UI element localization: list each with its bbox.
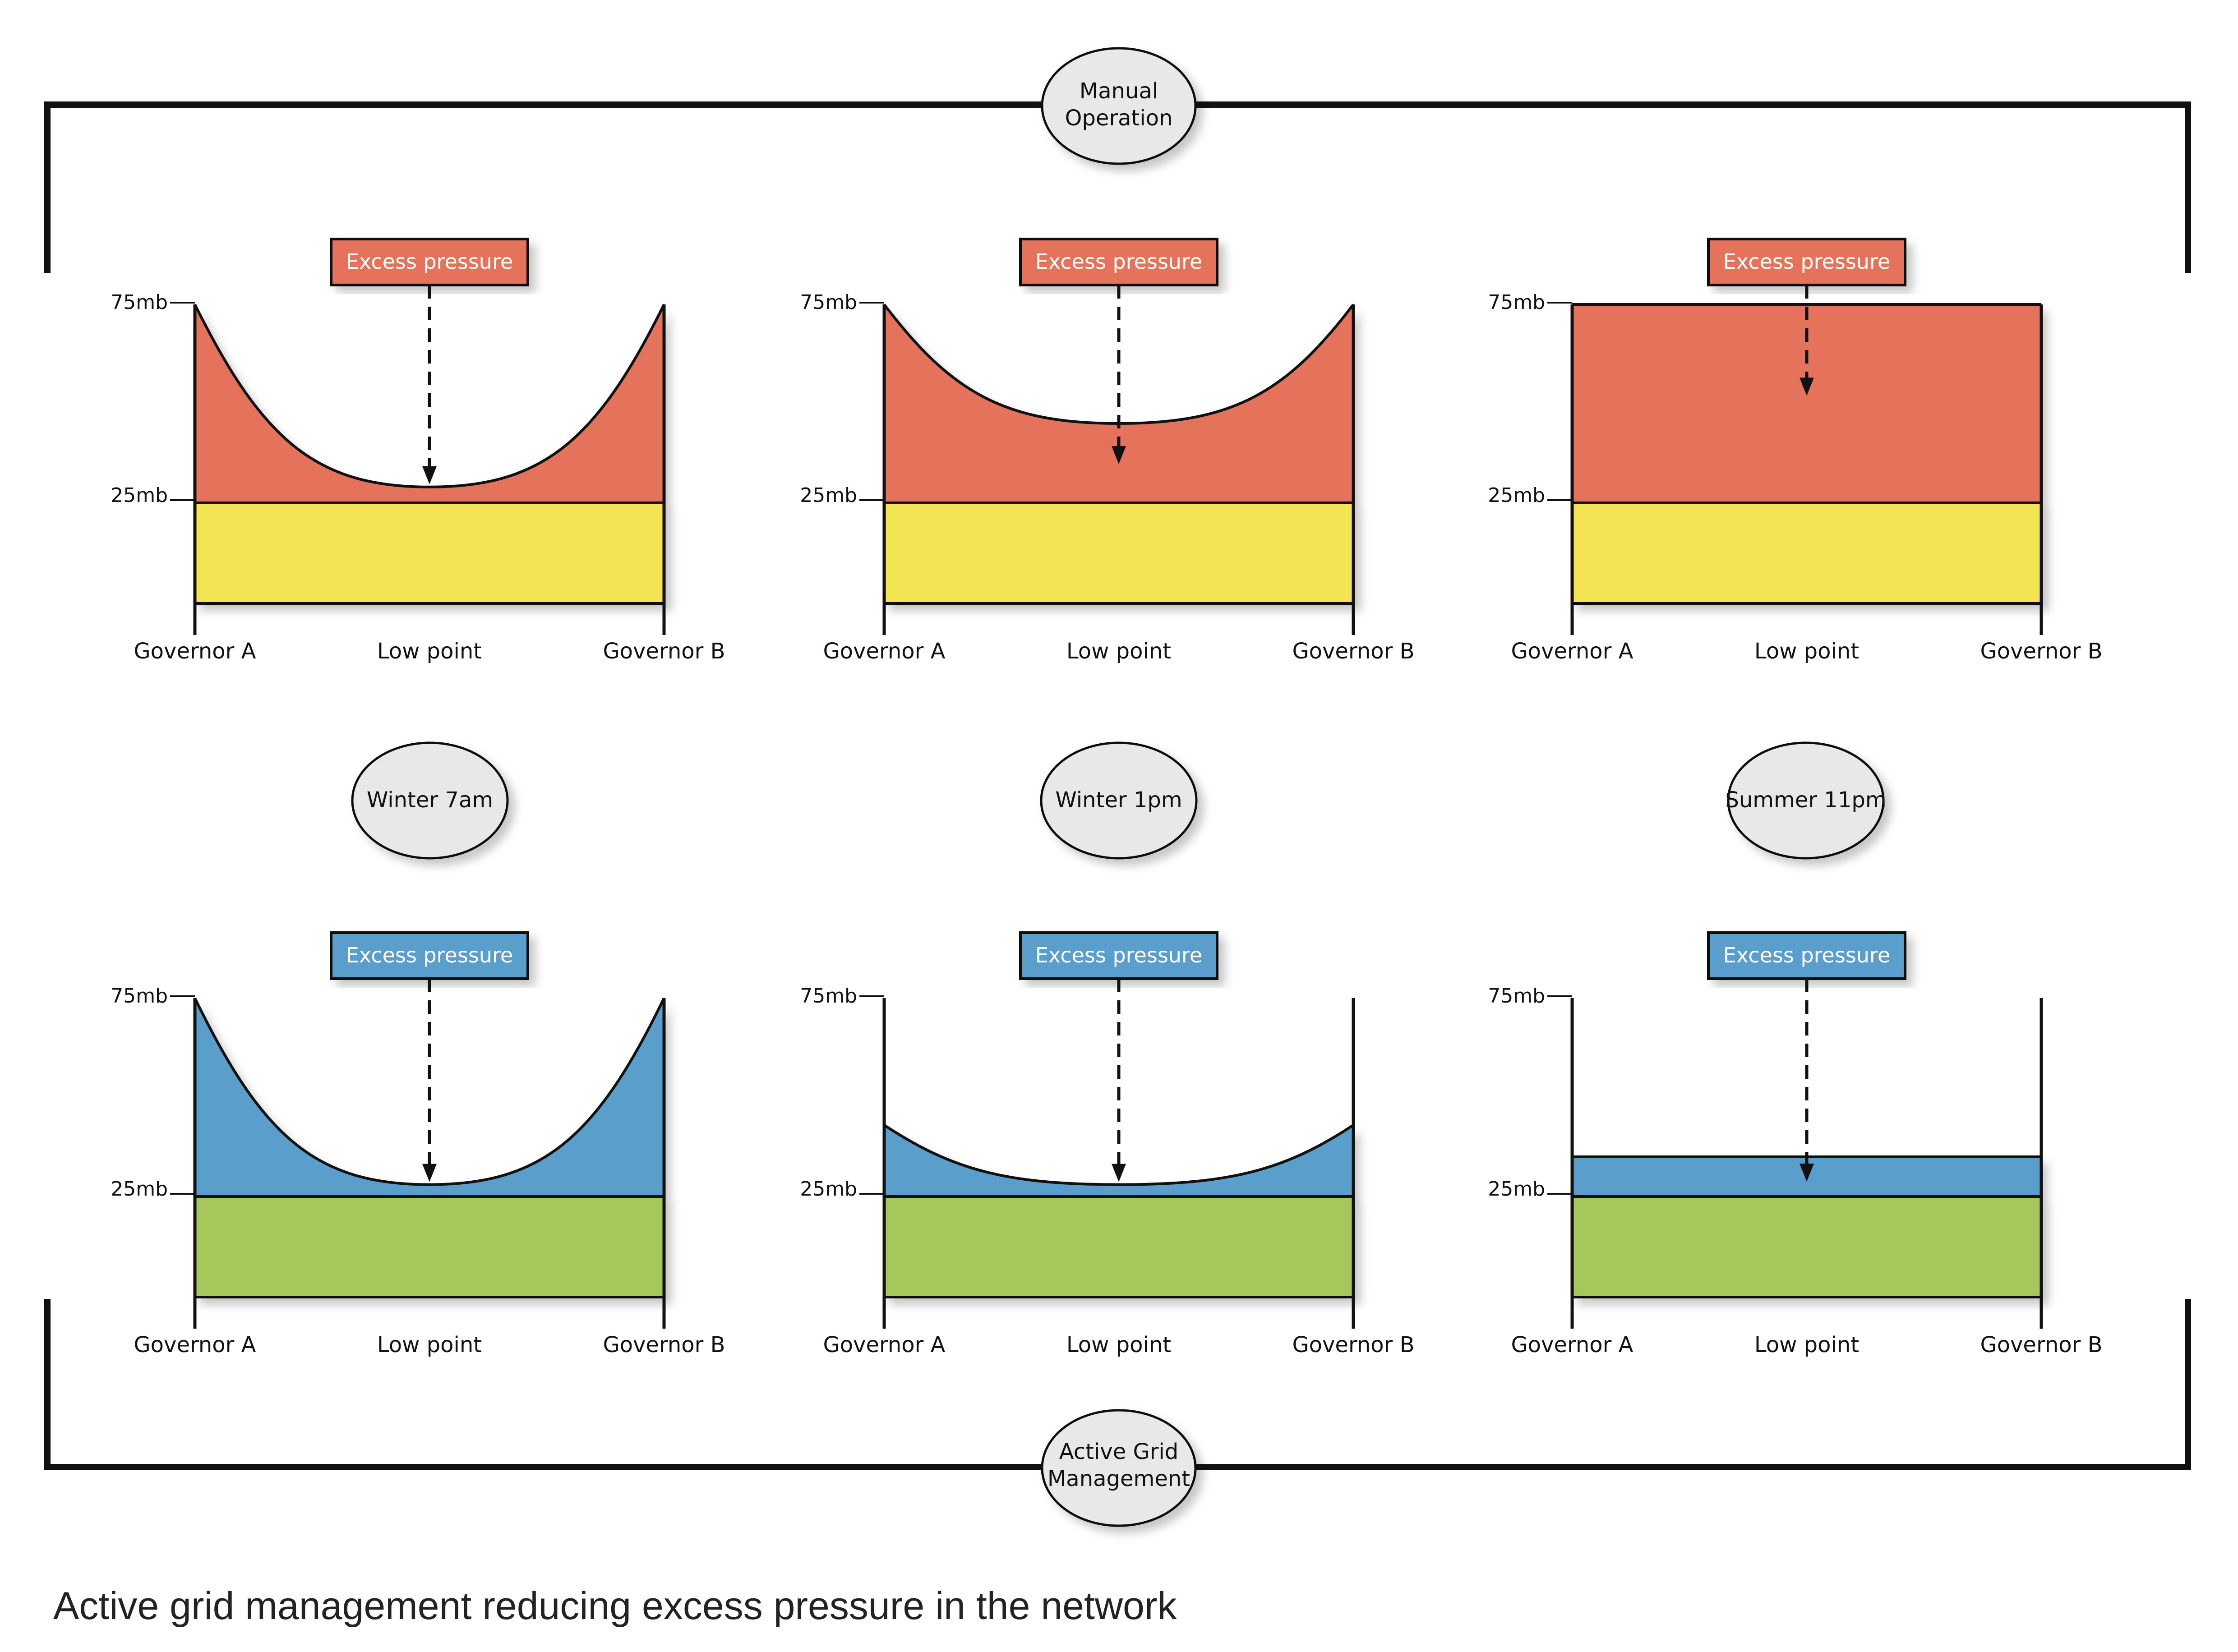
active-oval-line1: Active Grid — [1059, 1439, 1178, 1464]
active-grid-oval — [1041, 1409, 1197, 1527]
panel-shapes — [883, 304, 1355, 605]
scenario-label: Summer 11pm — [1725, 787, 1886, 813]
tick-label-25mb: 25mb — [111, 1178, 168, 1201]
governor-b-label: Governor B — [1980, 1332, 2102, 1357]
panel-shapes — [194, 304, 665, 605]
arrow-head — [1112, 446, 1126, 464]
excess-pressure-box — [1707, 931, 1906, 980]
arrow-head — [1800, 377, 1814, 396]
excess-pressure-area — [195, 304, 664, 503]
figure-caption: Active grid management reducing excess p… — [53, 1584, 1177, 1628]
tick-label-25mb: 25mb — [800, 1178, 857, 1201]
scenario-oval-winter-1pm: Winter 1pm — [1040, 741, 1198, 860]
governor-b-label: Governor B — [1980, 639, 2102, 664]
tick-label-75mb: 75mb — [1488, 291, 1545, 314]
governor-a-label: Governor A — [1511, 639, 1633, 664]
scenario-label: Winter 7am — [367, 787, 493, 813]
excess-pressure-label: Excess pressure — [1035, 249, 1202, 274]
excess-pressure-area — [884, 304, 1353, 503]
manual-oval-line2: Operation — [1065, 106, 1173, 131]
tick-label-75mb: 75mb — [800, 291, 857, 314]
low-point-label: Low point — [1066, 639, 1171, 664]
governor-a-label: Governor A — [823, 639, 945, 664]
excess-pressure-label: Excess pressure — [1723, 249, 1890, 274]
active-oval-line2: Management — [1047, 1466, 1190, 1491]
arrow-head — [1800, 1164, 1814, 1182]
excess-pressure-box — [330, 931, 529, 980]
governor-a-label: Governor A — [134, 1332, 256, 1357]
excess-pressure-area — [195, 998, 664, 1196]
manual-operation-oval — [1041, 47, 1197, 165]
arrow-head — [422, 1164, 437, 1182]
base-pressure-band — [1571, 1195, 2043, 1298]
pressure-curve — [194, 304, 665, 488]
excess-pressure-box — [1707, 238, 1906, 286]
low-point-label: Low point — [377, 1332, 482, 1357]
scenario-oval-winter-7am: Winter 7am — [351, 741, 509, 860]
excess-pressure-label: Excess pressure — [1035, 943, 1202, 967]
excess-pressure-label: Excess pressure — [1723, 943, 1890, 967]
scenario-oval-summer-11pm: Summer 11pm — [1725, 741, 1887, 860]
arrow-head — [422, 466, 437, 484]
pressure-curve — [194, 997, 665, 1186]
tick-label-25mb: 25mb — [800, 484, 857, 507]
governor-b-label: Governor B — [603, 1332, 725, 1357]
panel-shapes — [1571, 304, 2043, 605]
governor-b-label: Governor B — [1292, 1332, 1414, 1357]
excess-pressure-area — [1572, 304, 2041, 503]
low-point-label: Low point — [1754, 639, 1859, 664]
tick-label-25mb: 25mb — [1488, 1178, 1545, 1201]
excess-pressure-area — [884, 1125, 1353, 1196]
low-point-label: Low point — [1066, 1332, 1171, 1357]
tick-label-75mb: 75mb — [1488, 985, 1545, 1008]
base-pressure-band — [883, 1195, 1355, 1298]
manual-oval-line1: Manual — [1080, 78, 1158, 104]
low-point-label: Low point — [1754, 1332, 1859, 1357]
excess-pressure-label: Excess pressure — [346, 249, 513, 274]
low-point-label: Low point — [377, 639, 482, 664]
tick-label-25mb: 25mb — [111, 484, 168, 507]
tick-label-25mb: 25mb — [1488, 484, 1545, 507]
governor-b-label: Governor B — [603, 639, 725, 664]
base-pressure-band — [194, 1195, 665, 1298]
governor-a-label: Governor A — [1511, 1332, 1633, 1357]
governor-a-label: Governor A — [823, 1332, 945, 1357]
governor-b-label: Governor B — [1292, 639, 1414, 664]
scenario-label: Winter 1pm — [1055, 787, 1182, 813]
panel-shapes — [883, 1125, 1355, 1298]
tick-label-75mb: 75mb — [800, 985, 857, 1008]
arrow-head — [1112, 1164, 1126, 1182]
excess-pressure-label: Excess pressure — [346, 943, 513, 967]
excess-pressure-box — [1019, 238, 1218, 286]
base-pressure-band — [883, 502, 1355, 605]
base-pressure-band — [1571, 502, 2043, 605]
base-pressure-band — [194, 502, 665, 605]
excess-pressure-box — [1019, 931, 1218, 980]
tick-label-75mb: 75mb — [111, 291, 168, 314]
panel-shapes — [194, 998, 665, 1298]
governor-a-label: Governor A — [134, 639, 256, 664]
pressure-curve — [883, 1124, 1354, 1186]
tick-label-75mb: 75mb — [111, 985, 168, 1008]
excess-pressure-box — [330, 238, 529, 286]
